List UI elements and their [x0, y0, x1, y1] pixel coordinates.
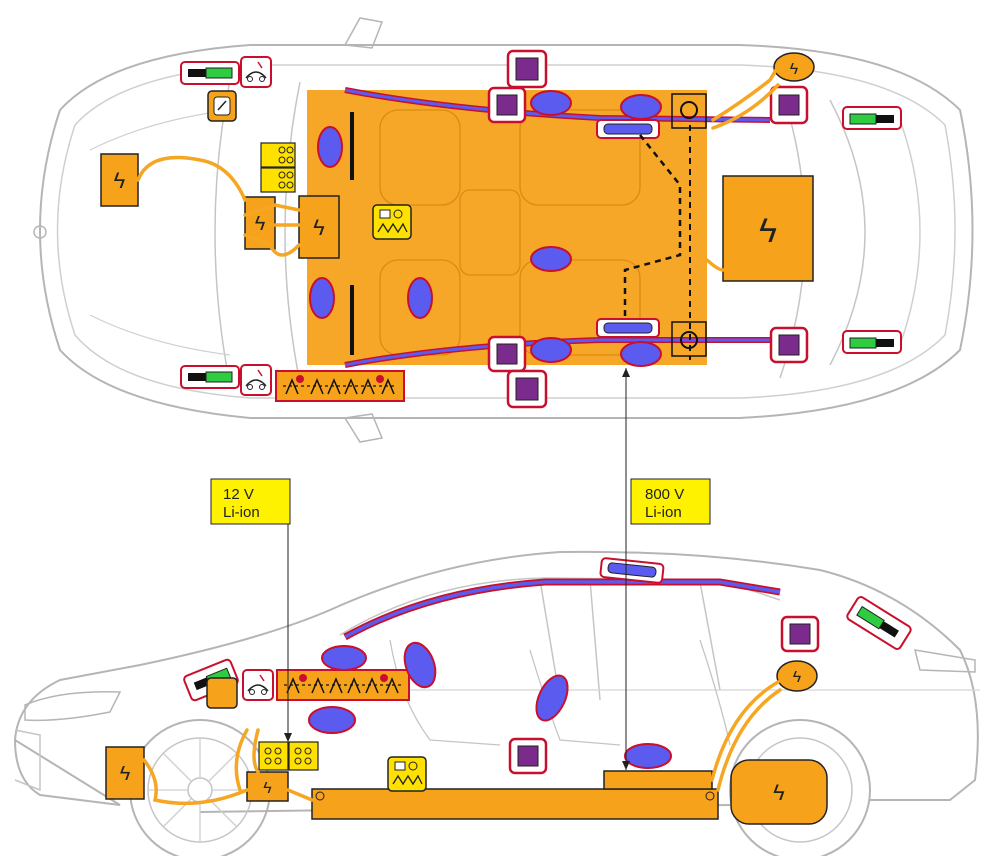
label-12v-line2: Li-ion: [223, 504, 260, 521]
airbag-icon: [535, 674, 569, 722]
pedestrian-protection-icon: [242, 669, 274, 701]
svg-text:ϟ: ϟ: [793, 669, 802, 686]
svg-text:ϟ: ϟ: [120, 763, 131, 785]
seat-belt-pretensioners-icon: [276, 669, 410, 701]
svg-text:ϟ: ϟ: [263, 780, 272, 797]
airbag-icon: [309, 277, 335, 319]
svg-text:ϟ: ϟ: [255, 213, 266, 235]
low-voltage-battery-icon: [258, 741, 319, 771]
high-voltage-component-icon: ϟ: [776, 660, 818, 692]
label-800v-line1: 800 V: [645, 486, 684, 503]
airbag-control-sensor-icon: [506, 369, 548, 409]
belt-tensioner-icon: [599, 557, 665, 584]
high-voltage-component-icon: ϟ: [730, 759, 828, 825]
high-voltage-battery-icon: [311, 770, 719, 820]
label-800v-battery: 800 V Li-ion: [622, 368, 711, 770]
label-12v-line1: 12 V: [223, 486, 254, 503]
airbag-control-sensor-icon: [780, 615, 820, 653]
pyro-fuse-icon: [372, 204, 412, 240]
low-voltage-battery-icon: [260, 142, 296, 193]
high-voltage-component-icon: ϟ: [100, 153, 139, 207]
airbag-icon: [407, 277, 433, 319]
belt-tensioner-icon: [596, 119, 660, 139]
airbag-icon: [624, 743, 672, 769]
airbag-control-sensor-icon: [769, 326, 809, 364]
label-800v-line2: Li-ion: [645, 504, 682, 521]
high-voltage-disconnect-icon: [207, 90, 237, 122]
gas-strut-icon: [180, 61, 240, 85]
airbag-control-sensor-icon: [769, 85, 809, 125]
svg-text:ϟ: ϟ: [759, 212, 777, 250]
gas-strut-icon: [842, 106, 902, 130]
gas-strut-icon: [842, 330, 902, 354]
airbag-icon: [403, 641, 437, 689]
label-12v-battery: 12 V Li-ion: [210, 478, 292, 742]
airbag-control-sensor-icon: [506, 49, 548, 89]
airbag-icon: [620, 341, 662, 367]
belt-tensioner-icon: [596, 318, 660, 338]
airbag-control-sensor-icon: [487, 86, 527, 124]
car-top-outline: [39, 44, 974, 419]
high-voltage-component-icon: ϟ: [298, 195, 340, 259]
airbag-icon: [308, 706, 356, 734]
top-view: ϟ ϟ ϟ ϟ ϟ: [33, 17, 974, 443]
airbag-control-sensor-icon: [508, 737, 548, 775]
pedestrian-protection-icon: [240, 56, 272, 88]
svg-text:ϟ: ϟ: [773, 780, 785, 805]
high-voltage-disconnect-icon: [206, 677, 238, 709]
side-view: ϟ ϟ ϟ ϟ: [13, 550, 980, 856]
high-voltage-component-icon: ϟ: [722, 175, 814, 282]
airbags-top: [309, 90, 662, 367]
airbag-icon: [620, 94, 662, 120]
airbag-control-sensor-icon: [487, 335, 527, 373]
gas-strut-icon: [180, 365, 240, 389]
airbags-side: [308, 641, 672, 769]
airbag-icon: [530, 246, 572, 272]
airbag-icon: [530, 90, 572, 116]
svg-text:ϟ: ϟ: [313, 215, 325, 240]
high-voltage-component-icon: ϟ: [105, 746, 145, 800]
pyro-fuse-icon: [387, 756, 427, 792]
svg-text:ϟ: ϟ: [114, 168, 126, 193]
seat-belt-pretensioners-icon: [275, 370, 405, 402]
airbag-icon: [530, 337, 572, 363]
pedestrian-protection-icon: [240, 364, 272, 396]
airbag-icon: [321, 645, 367, 671]
sensors-top: [487, 49, 809, 409]
gas-strut-icon: [846, 596, 912, 650]
svg-text:ϟ: ϟ: [790, 61, 799, 78]
airbag-icon: [317, 126, 343, 168]
high-voltage-component-icon: ϟ: [773, 52, 815, 82]
high-voltage-component-icon: ϟ: [246, 771, 289, 802]
